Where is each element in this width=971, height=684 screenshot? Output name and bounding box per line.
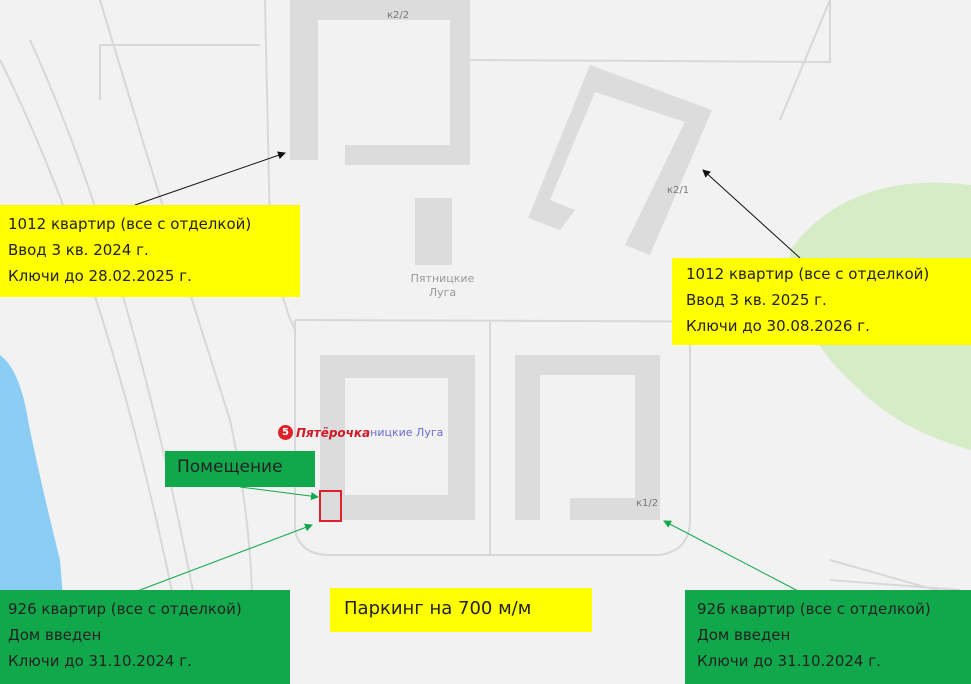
building-label-k22: к2/2	[387, 10, 410, 21]
arrow-top-left	[134, 151, 286, 206]
callout-bottom-left: 926 квартир (все с отделкой) Дом введен …	[0, 590, 290, 684]
store-poi[interactable]: 5 Пятёрочка ницкие Луга	[278, 425, 443, 440]
callout-line: Паркинг на 700 м/м	[344, 598, 532, 619]
callout-premises: Помещение	[165, 451, 315, 487]
buildings	[290, 0, 712, 520]
callout-line: Помещение	[177, 457, 283, 477]
building-label-k21: к2/1	[667, 185, 690, 196]
callout-line: Ввод 3 кв. 2024 г.	[8, 241, 149, 259]
callout-top-left: 1012 квартир (все с отделкой) Ввод 3 кв.…	[0, 205, 300, 297]
callout-top-right: 1012 квартир (все с отделкой) Ввод 3 кв.…	[672, 258, 971, 345]
street-label: ницкие Луга	[370, 426, 444, 439]
arrow-bottom-left	[139, 523, 313, 591]
callout-line: Ввод 3 кв. 2025 г.	[686, 291, 827, 309]
callout-line: Ключи до 30.08.2026 г.	[686, 317, 870, 335]
building-label-k12: к1/2	[636, 498, 659, 509]
callout-line: Ключи до 31.10.2024 г.	[697, 652, 881, 670]
callout-bottom-right: 926 квартир (все с отделкой) Дом введен …	[685, 590, 971, 684]
place-label-line: Луга	[428, 286, 457, 299]
store-label: Пятёрочка	[296, 425, 371, 440]
callout-line: 1012 квартир (все с отделкой)	[8, 215, 252, 233]
callout-line: 926 квартир (все с отделкой)	[8, 600, 242, 618]
callout-line: Ключи до 31.10.2024 г.	[8, 652, 192, 670]
arrow-premises	[239, 486, 319, 501]
place-label: Пятницкие Луга	[405, 272, 480, 300]
callout-parking: Паркинг на 700 м/м	[330, 588, 592, 632]
callout-line: Дом введен	[8, 626, 102, 644]
place-label-line: Пятницкие	[410, 272, 475, 285]
callout-line: 1012 квартир (все с отделкой)	[686, 265, 930, 283]
premises-marker[interactable]	[319, 490, 342, 522]
pyaterochka-logo-icon: 5	[278, 425, 293, 440]
arrow-bottom-right	[663, 520, 801, 593]
callout-line: Дом введен	[697, 626, 791, 644]
arrow-top-right	[702, 169, 801, 259]
callout-line: 926 квартир (все с отделкой)	[697, 600, 931, 618]
callout-line: Ключи до 28.02.2025 г.	[8, 267, 192, 285]
